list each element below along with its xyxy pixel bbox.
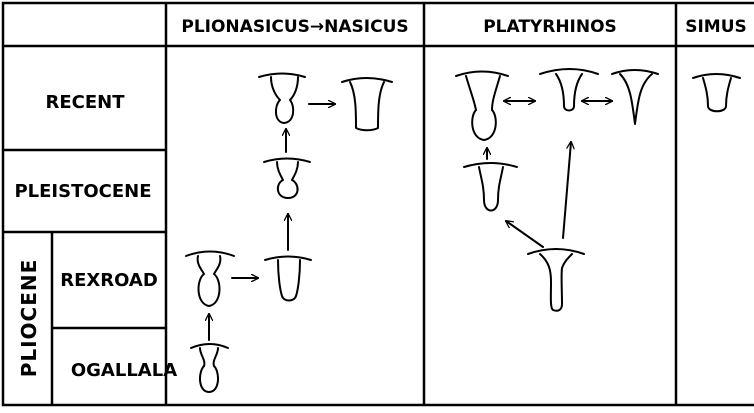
row-label-recent: RECENT xyxy=(45,92,125,113)
row-label-pleistocene: PLEISTOCENE xyxy=(14,181,151,202)
header-platyrhinos: PLATYRHINOS xyxy=(483,17,617,37)
platyrhinos-lineage xyxy=(456,69,658,311)
skull-shape-rexroad-bulbous xyxy=(186,252,234,307)
row-label-ogallala: OGALLALA xyxy=(71,360,177,381)
skull-shape-pleistocene-platyrhinos xyxy=(464,163,517,211)
header-plionasicus-nasicus: PLIONASICUS→NASICUS xyxy=(181,17,408,37)
skull-shape-recent-platyrhinos-spike xyxy=(612,70,658,124)
skull-shape-recent-platyrhinos-bulb xyxy=(456,72,508,141)
skull-shape-rexroad-cup xyxy=(265,257,311,301)
skull-shape-pleistocene-nasicus xyxy=(264,159,310,199)
arrow-rexroad-to-recent-narrow xyxy=(563,142,571,238)
skull-shape-recent-nasicus-bulb xyxy=(259,74,305,124)
skull-shape-recent-nasicus-broad xyxy=(342,78,392,130)
simus-lineage xyxy=(693,74,740,111)
skull-shape-recent-platyrhinos-narrow xyxy=(540,69,598,111)
skull-shape-recent-simus xyxy=(693,74,740,111)
skull-shape-rexroad-platyrhinos xyxy=(528,249,584,311)
skull-shape-ogallala-plionasicus xyxy=(191,344,228,392)
plionasicus-lineage xyxy=(186,74,392,393)
header-simus: SIMUS xyxy=(685,17,747,37)
table-grid xyxy=(3,3,754,405)
row-label-pliocene: PLIOCENE xyxy=(17,259,41,378)
arrow-rexroad-to-pleistocene xyxy=(506,221,543,247)
row-label-rexroad: REXROAD xyxy=(60,270,158,291)
